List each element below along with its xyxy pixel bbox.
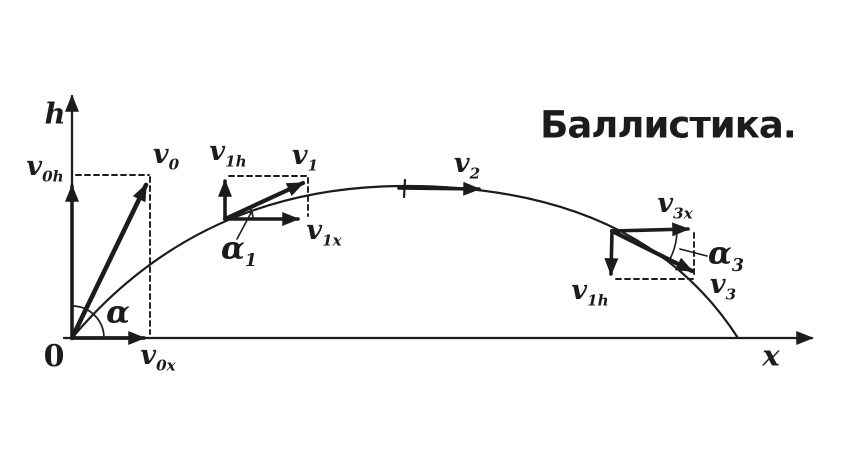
alpha3-leader-line — [679, 248, 708, 257]
v3-label: v3 — [710, 271, 736, 303]
v2-vector — [397, 181, 481, 196]
v0h-label-base: v — [26, 151, 43, 183]
v1-projection-dashes — [228, 175, 309, 217]
v1-vector — [222, 180, 306, 222]
v3x-vector — [610, 222, 690, 237]
v3h-label-sub: 1h — [587, 291, 609, 310]
v3-label-sub: 3 — [725, 285, 737, 304]
v3x-label-sub: 3x — [673, 204, 693, 223]
v0-label-sub: 0 — [168, 155, 180, 174]
v3h-label-base: v — [571, 275, 588, 307]
alpha3-label-sub: 3 — [731, 255, 744, 276]
v3x-label-base: v — [657, 188, 674, 220]
alpha3-label: α3 — [708, 235, 744, 276]
v3-vertical-component-label: v1h — [571, 277, 608, 309]
v2-label-sub: 2 — [469, 164, 481, 183]
alpha3-label-base: α — [708, 235, 732, 272]
v1-label: v1 — [292, 142, 318, 174]
v3-vector — [609, 228, 695, 274]
alpha1-angle-arc — [249, 206, 254, 220]
alpha1-label-sub: 1 — [244, 250, 257, 271]
v3-projection-dashes — [615, 232, 697, 280]
alpha-label: α — [106, 294, 130, 331]
v0-label: v0 — [153, 141, 179, 173]
v0-vector — [69, 182, 149, 341]
v3-label-base: v — [709, 269, 726, 301]
v1-label-base: v — [291, 140, 308, 172]
v1x-label-base: v — [306, 215, 323, 247]
v1h-label-base: v — [209, 136, 226, 168]
alpha-angle-arc — [71, 305, 105, 339]
v0h-label: v0h — [26, 153, 63, 185]
v1h-label: v1h — [209, 138, 246, 170]
origin-label: 0 — [44, 342, 65, 372]
v0h-label-sub: 0h — [42, 167, 64, 186]
trajectory-curve — [70, 184, 740, 340]
alpha1-label: α1 — [221, 230, 257, 271]
v3x-label: v3x — [657, 190, 692, 222]
origin-label-text: 0 — [43, 339, 65, 374]
alpha1-label-base: α — [221, 230, 245, 267]
v0x-label-sub: 0x — [156, 356, 176, 375]
h-axis-label-text: h — [44, 96, 66, 131]
v1x-label-sub: 1x — [322, 231, 342, 250]
v1h-label-sub: 1h — [225, 152, 247, 171]
alpha3-angle-arc — [669, 228, 678, 260]
v2-label: v2 — [454, 150, 480, 182]
page-title: Баллистика. — [540, 103, 797, 147]
v0-label-base: v — [152, 139, 169, 171]
v0x-label-base: v — [140, 340, 157, 372]
h-axis-label: h — [44, 96, 66, 131]
v1x-label: v1x — [306, 217, 341, 249]
v0-projection-dashes — [75, 174, 151, 335]
v3h-vector — [604, 229, 619, 276]
alpha-label-base: α — [106, 294, 130, 331]
v0x-label: v0x — [140, 342, 175, 374]
x-axis-label: x — [762, 338, 780, 373]
v2-label-base: v — [453, 148, 470, 180]
alpha1-leader-line — [236, 210, 253, 240]
x-axis-label-text: x — [762, 338, 780, 373]
v1-label-sub: 1 — [307, 156, 319, 175]
